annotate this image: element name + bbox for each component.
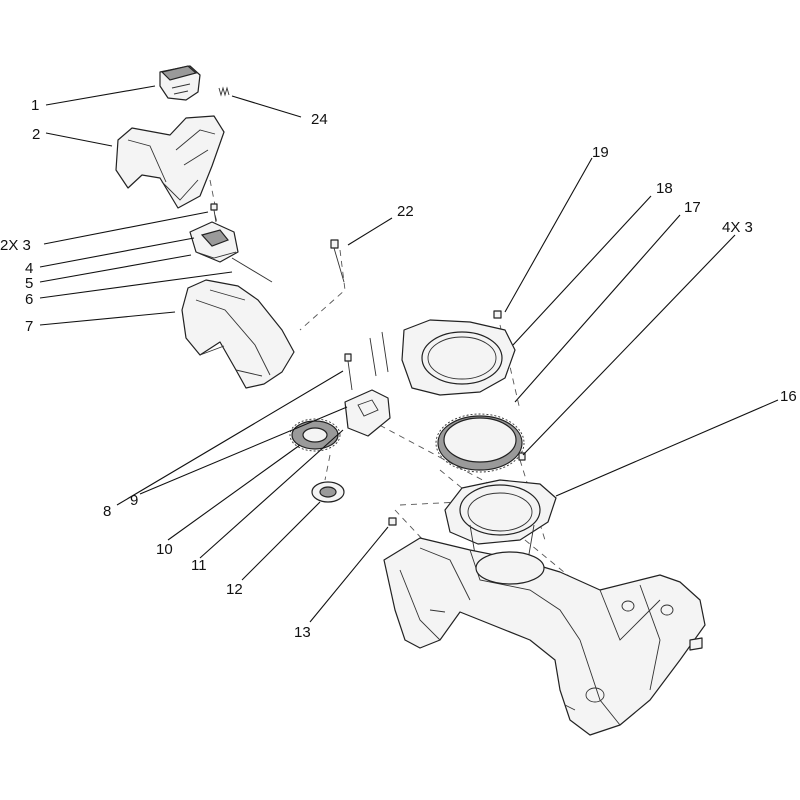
drive-plate-part: [344, 331, 391, 437]
chute-handle-part: [159, 65, 201, 101]
sprocket-gear-part: [289, 418, 341, 452]
pin-22-part: [330, 239, 345, 283]
callout-16: 16: [780, 388, 797, 405]
callout-17: 17: [684, 199, 701, 216]
toothed-ring-part: [435, 413, 525, 473]
rod-6-part: [231, 257, 273, 283]
callout-7: 7: [25, 318, 33, 335]
nut-13-part: [388, 517, 397, 526]
callout-4: 4: [25, 260, 33, 277]
chute-base-part: [444, 479, 557, 561]
callout-10: 10: [156, 541, 173, 558]
chute-ring-plate-part: [401, 319, 516, 396]
callout-12: 12: [226, 581, 243, 598]
spring-part: [218, 86, 230, 97]
callout-6: 6: [25, 291, 33, 308]
callout-13: 13: [294, 624, 311, 641]
leader-lines: [39, 85, 779, 623]
callout-1: 1: [31, 97, 39, 114]
upper-deflector-part: [115, 115, 225, 209]
callout-11: 11: [191, 557, 207, 574]
bolt-8-part: [344, 353, 353, 391]
bolt-3-part: [210, 203, 218, 223]
callout-9: 9: [130, 492, 138, 509]
callout-8: 8: [103, 503, 111, 520]
callout-4x3: 4X 3: [722, 219, 753, 236]
bolt-19-part: [493, 310, 502, 319]
deflector-bracket-part: [189, 221, 239, 263]
callout-19: 19: [592, 144, 609, 161]
auger-housing-part: [383, 537, 706, 736]
callout-18: 18: [656, 180, 673, 197]
callout-24: 24: [311, 111, 328, 128]
callout-22: 22: [397, 203, 414, 220]
bushing-part: [311, 481, 345, 503]
callout-2x3: 2X 3: [0, 237, 31, 254]
callout-labels: 1 24 2 2X 3 4 5 6 7 22 19 18 17 4X 3 16 …: [0, 97, 797, 641]
lower-deflector-part: [181, 279, 295, 389]
callout-2: 2: [32, 126, 40, 143]
callout-5: 5: [25, 275, 33, 292]
bolt-4x3-part: [518, 452, 526, 461]
